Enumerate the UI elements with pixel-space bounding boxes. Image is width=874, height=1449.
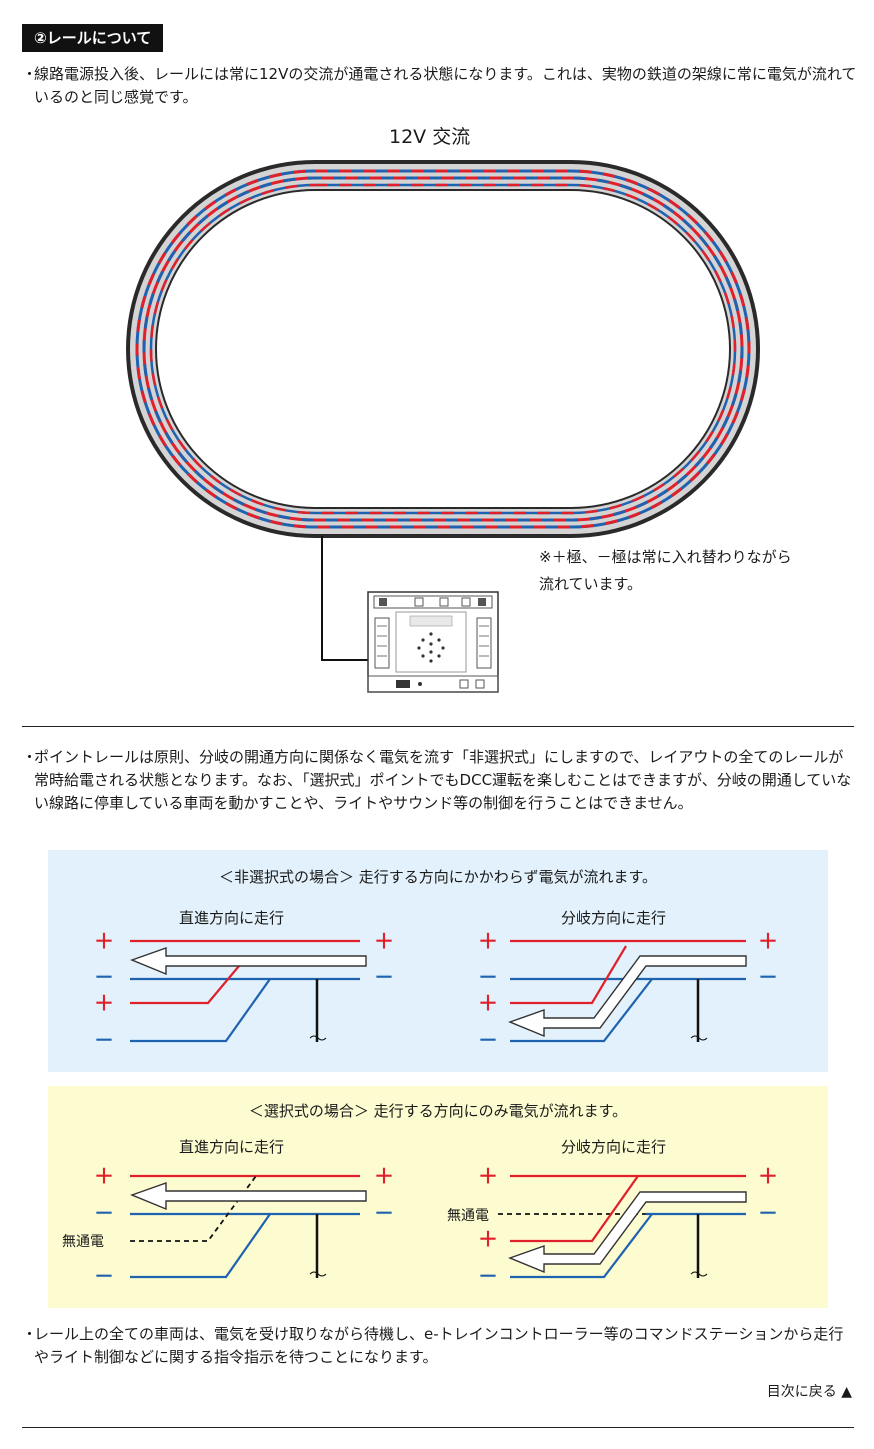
plus-sign: ＋ (478, 991, 498, 1015)
intro-text: 線路電源投入後、レールには常に12Vの交流が通電される状態になります。これは、実… (34, 65, 857, 106)
minus-sign: － (478, 965, 498, 989)
minus-sign: － (374, 1201, 394, 1225)
back-to-contents-link[interactable]: 目次に戻る ▲ (766, 1384, 852, 1400)
plus-sign: ＋ (478, 1164, 498, 1188)
divider (22, 1427, 854, 1428)
straight-label: 直進方向に走行 (179, 909, 285, 927)
plus-sign: ＋ (94, 991, 114, 1015)
plus-sign: ＋ (478, 1227, 498, 1251)
section-title: ②レールについて (22, 24, 164, 52)
minus-sign: － (758, 965, 778, 989)
oval-track-diagram (126, 160, 760, 693)
minus-sign: － (758, 1201, 778, 1225)
feeder-wire (321, 536, 372, 661)
polarity-note-line2: 流れています。 (539, 575, 643, 593)
selective-panel: ＜選択式の場合＞ 走行する方向にのみ電気が流れます。 直進方向に走行 分岐方向に… (48, 1086, 828, 1308)
minus-sign: － (478, 1028, 498, 1052)
plus-sign: ＋ (758, 1164, 778, 1188)
straight-label: 直進方向に走行 (179, 1138, 285, 1156)
branch-label: 分岐方向に走行 (561, 1138, 667, 1156)
no-power-label: 無通電 (62, 1234, 104, 1250)
points-text: ポイントレールは原則、分岐の開通方向に関係なく電気を流す「非選択式」にしますので… (34, 748, 852, 812)
plus-sign: ＋ (374, 1164, 394, 1188)
polarity-note-line1: ※＋極、－極は常に入れ替わりながら (539, 548, 792, 566)
plus-sign: ＋ (94, 929, 114, 953)
branch-label: 分岐方向に走行 (561, 909, 667, 927)
minus-sign: － (478, 1264, 498, 1288)
plus-sign: ＋ (478, 929, 498, 953)
no-power-label: 無通電 (447, 1208, 489, 1224)
closing-paragraph: ・ レール上の全ての車両は、電気を受け取りながら待機し、e-トレインコントローラ… (22, 1323, 858, 1369)
oval-track (126, 160, 760, 538)
plus-sign: ＋ (758, 929, 778, 953)
non-selective-heading: ＜非選択式の場合＞ 走行する方向にかかわらず電気が流れます。 (219, 868, 657, 886)
minus-sign: － (94, 965, 114, 989)
bullet-mark: ・ (22, 65, 38, 83)
bullet-mark: ・ (22, 748, 38, 766)
intro-paragraph: ・ 線路電源投入後、レールには常に12Vの交流が通電される状態になります。これは… (22, 63, 858, 109)
plus-sign: ＋ (94, 1164, 114, 1188)
minus-sign: － (374, 965, 394, 989)
controller-unit (367, 591, 499, 693)
minus-sign: － (94, 1264, 114, 1288)
points-paragraph: ・ ポイントレールは原則、分岐の開通方向に関係なく電気を流す「非選択式」にします… (22, 746, 858, 815)
non-selective-diagram (130, 939, 747, 1043)
non-selective-panel: ＜非選択式の場合＞ 走行する方向にかかわらず電気が流れます。 直進方向に走行 分… (48, 850, 828, 1072)
bullet-mark: ・ (22, 1325, 38, 1343)
diagram-title: 12V 交流 (389, 126, 471, 148)
plus-sign: ＋ (374, 929, 394, 953)
minus-sign: － (94, 1201, 114, 1225)
closing-text: レール上の全ての車両は、電気を受け取りながら待機し、e-トレインコントローラー等… (34, 1325, 844, 1366)
divider (22, 726, 854, 727)
selective-heading: ＜選択式の場合＞ 走行する方向にのみ電気が流れます。 (248, 1102, 628, 1120)
selective-diagram (130, 1174, 747, 1279)
polarity-note: ※＋極、－極は常に入れ替わりながら 流れています。 (539, 544, 792, 598)
minus-sign: － (94, 1028, 114, 1052)
